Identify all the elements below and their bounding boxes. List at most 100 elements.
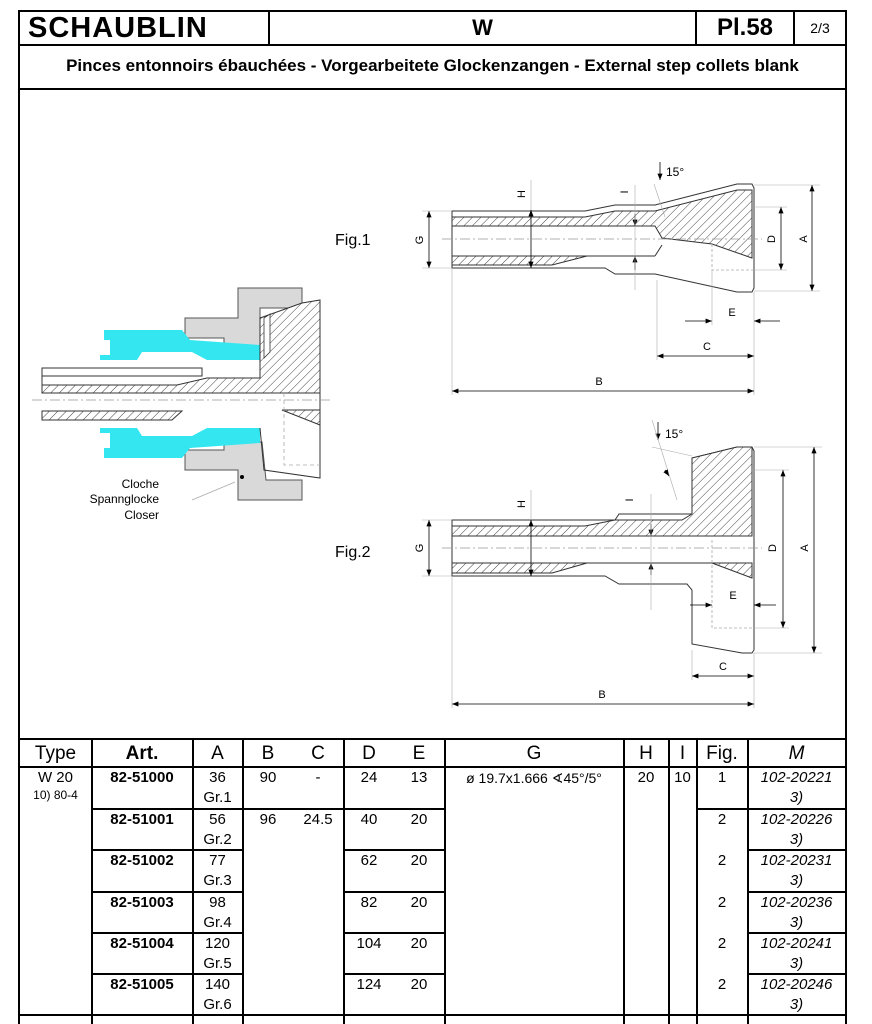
series-code: W (270, 12, 697, 44)
cell-d: 104 (356, 935, 382, 952)
drawing-area: Cloche Spannglocke Closer Fig.1 G (18, 88, 847, 738)
cell-m-note: 3) (789, 955, 804, 972)
assembly-view: Cloche Spannglocke Closer (32, 287, 332, 522)
fig2-dim-h: H (516, 500, 528, 508)
fig2-section-upper (451, 446, 753, 537)
collet-channel-top (100, 330, 260, 360)
cell-art: 82-51001 (110, 811, 174, 828)
cell-a-group: Gr.4 (203, 914, 232, 931)
figure-2: Fig.2 G H I D (335, 419, 822, 708)
cell-m: 102-20241 (760, 935, 833, 952)
brand-logo: SCHAUBLIN (20, 12, 270, 44)
cell-c: - (315, 769, 321, 786)
col-header-g: G (526, 742, 542, 764)
fig2-angle: 15° (665, 427, 683, 441)
cell-a-group: Gr.6 (203, 996, 232, 1013)
type-note: 10) 80-4 (33, 788, 78, 802)
col-header-fig: Fig. (706, 742, 738, 764)
col-header-m: M (788, 742, 805, 764)
cell-art: 82-51005 (110, 976, 174, 993)
col-header-b: B (261, 742, 275, 764)
label-closer: Closer (124, 508, 159, 522)
cell-d: 82 (360, 894, 378, 911)
cell-m: 102-20236 (760, 894, 833, 911)
figure-1: Fig.1 G H I (335, 162, 820, 395)
h-value: 20 (637, 769, 655, 786)
cell-b: 96 (259, 811, 277, 828)
fig1-section-upper (451, 189, 753, 259)
cell-art: 82-51002 (110, 852, 174, 869)
cell-e: 20 (410, 976, 428, 993)
cell-m-note: 3) (789, 914, 804, 931)
cell-e: 20 (410, 935, 428, 952)
cell-fig: 2 (717, 935, 727, 952)
col-header-e: E (412, 742, 426, 764)
fig2-dim-b: B (598, 689, 605, 701)
cell-a-group: Gr.2 (203, 831, 232, 848)
cell-m-note: 3) (789, 996, 804, 1013)
cell-fig: 2 (717, 894, 727, 911)
title-block: SCHAUBLIN W Pl.58 2/3 (18, 10, 847, 46)
cell-m: 102-20221 (760, 769, 833, 786)
col-header-h: H (639, 742, 653, 764)
cell-m: 102-20226 (760, 811, 833, 828)
collet-channel-bottom (100, 428, 260, 458)
cell-a: 36 (209, 769, 226, 786)
cell-d: 40 (360, 811, 378, 828)
fig2-dim-g: G (414, 544, 426, 553)
col-header-art: Art. (125, 742, 159, 764)
col-header-c: C (311, 742, 325, 764)
cell-d: 62 (360, 852, 378, 869)
cell-e: 20 (410, 811, 428, 828)
cell-art: 82-51003 (110, 894, 174, 911)
fig2-dim-c: C (719, 661, 727, 673)
cell-a-group: Gr.3 (203, 872, 232, 889)
cell-e: 20 (410, 852, 428, 869)
fig1-dim-c: C (703, 341, 711, 353)
g-value: ø 19.7x1.666 ∢45°/5° (466, 770, 602, 786)
collet-section-lower (41, 410, 184, 421)
cell-c: 24.5 (303, 811, 333, 828)
cell-e: 20 (410, 894, 428, 911)
cell-a-group: Gr.5 (203, 955, 232, 972)
closer-bottom (184, 441, 303, 501)
cell-m-note: 3) (789, 789, 804, 806)
label-cloche: Cloche (122, 477, 160, 491)
plate-number: Pl.58 (697, 12, 795, 44)
fig1-angle: 15° (666, 165, 684, 179)
document-subtitle: Pinces entonnoirs ébauchées - Vorgearbei… (18, 44, 847, 90)
fig1-label: Fig.1 (335, 232, 371, 249)
cell-fig: 2 (717, 852, 727, 869)
col-header-d: D (362, 742, 376, 764)
cell-a: 140 (204, 976, 231, 993)
cell-m-note: 3) (789, 872, 804, 889)
cell-art: 82-51004 (110, 935, 174, 952)
technical-drawing: Cloche Spannglocke Closer Fig.1 G (32, 162, 822, 708)
cell-a-group: Gr.1 (203, 789, 232, 806)
cell-fig: 1 (717, 769, 727, 786)
col-header-i: I (679, 742, 686, 764)
cell-b: 90 (259, 769, 277, 786)
label-spannglocke: Spannglocke (90, 492, 160, 506)
cell-m: 102-20231 (760, 852, 833, 869)
fig1-dim-e: E (728, 307, 735, 319)
fig2-label: Fig.2 (335, 544, 371, 561)
fig2-dim-e: E (729, 590, 736, 602)
fig1-dim-g: G (414, 236, 426, 245)
col-header-a: A (211, 742, 224, 764)
cell-fig: 2 (717, 976, 727, 993)
fig1-dim-a: A (798, 235, 810, 243)
cell-m: 102-20246 (760, 976, 833, 993)
specification-table: Type Art. A B C D E G H I Fig. M W 20 10… (18, 738, 847, 1024)
i-value: 10 (674, 769, 691, 786)
fig2-section-lower (451, 562, 588, 574)
fig1-dim-b: B (595, 376, 602, 388)
fig1-dim-h: H (516, 190, 528, 198)
cell-art: 82-51000 (110, 769, 174, 786)
cell-d: 24 (360, 769, 378, 786)
cell-a: 98 (209, 894, 226, 911)
fig2-dim-a: A (799, 544, 811, 552)
page-number: 2/3 (810, 20, 830, 36)
fig1-dim-i: I (619, 190, 631, 193)
fig2-dim-d: D (767, 544, 779, 552)
